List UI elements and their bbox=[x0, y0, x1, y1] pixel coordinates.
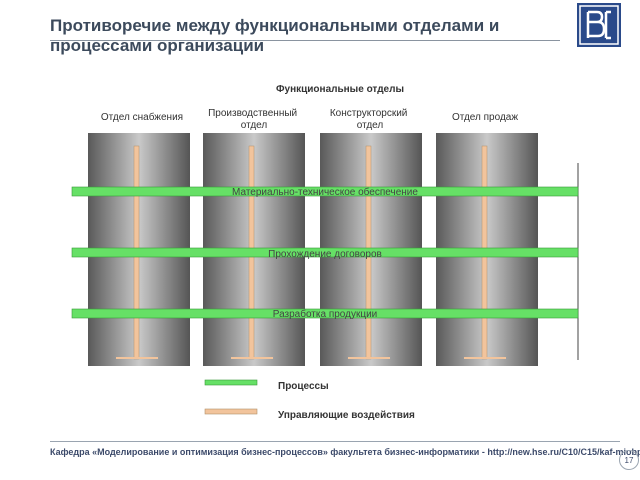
process-label-material: Материально-техническое обеспечение bbox=[232, 186, 418, 198]
department-label-design-line-2: отдел bbox=[357, 120, 384, 131]
page-number: 17 bbox=[619, 450, 639, 470]
legend-process-swatch bbox=[204, 379, 258, 386]
department-label-production: Производственный отдел bbox=[208, 108, 300, 131]
process-bar-material bbox=[71, 186, 579, 197]
department-label-production-line-2: отдел bbox=[241, 120, 268, 131]
department-label-supply: Отдел снабжения bbox=[101, 111, 183, 123]
department-label-design: Конструкторский отдел bbox=[330, 108, 410, 131]
legend-control-label: Управляющие воздействия bbox=[278, 410, 415, 421]
department-label-sales: Отдел продаж bbox=[452, 112, 518, 123]
process-diagram: Функциональные отделы Отдел снабжения Пр… bbox=[71, 84, 579, 421]
legend-process-label: Процессы bbox=[278, 381, 329, 392]
process-bar-development bbox=[71, 308, 579, 319]
process-label-contracts: Прохождение договоров bbox=[268, 249, 382, 260]
footer-divider bbox=[50, 441, 620, 442]
process-bar-contracts bbox=[71, 247, 579, 258]
hse-logo bbox=[577, 3, 621, 47]
departments-group-label: Функциональные отделы bbox=[276, 84, 404, 95]
title-divider bbox=[50, 40, 560, 41]
department-label-production-line-1: Производственный bbox=[208, 108, 297, 119]
footer-text: Кафедра «Моделирование и оптимизация биз… bbox=[50, 447, 640, 457]
process-label-development: Разработка продукции bbox=[273, 308, 378, 320]
legend-control-swatch bbox=[204, 408, 258, 415]
department-label-design-line-1: Конструкторский bbox=[330, 108, 408, 119]
